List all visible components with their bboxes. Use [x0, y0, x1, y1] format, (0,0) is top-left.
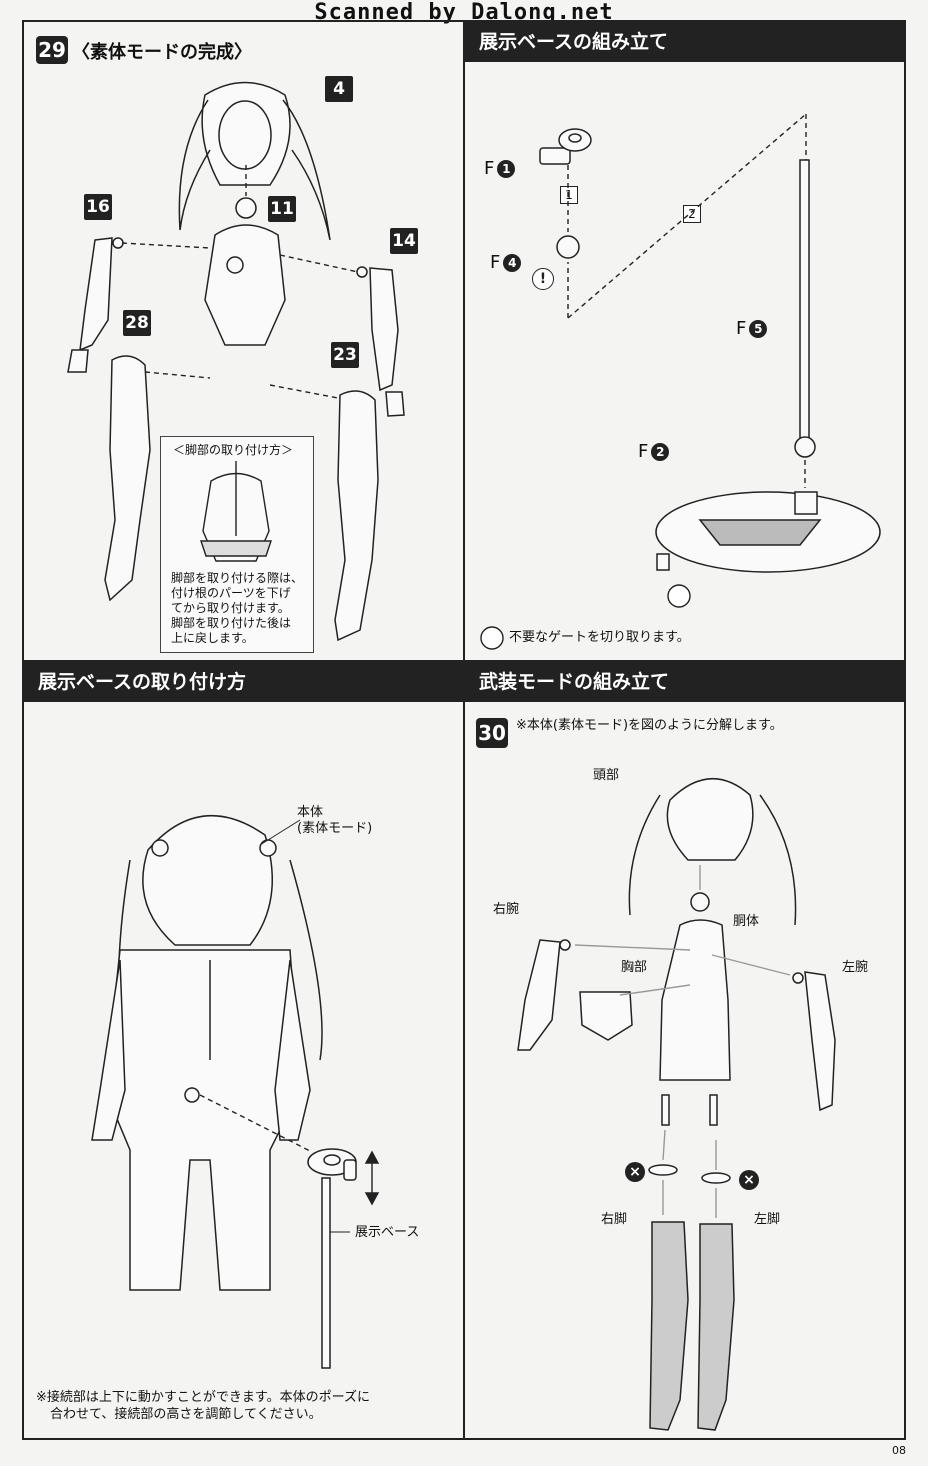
display-base-label: 展示ベース — [355, 1225, 420, 1240]
part-number-badge: 5 — [749, 319, 768, 338]
callout-note-3: てから取り付けます。 — [171, 601, 290, 615]
step-2-box: 2 — [683, 205, 701, 223]
horizontal-divider — [22, 660, 906, 662]
step-number: 29 — [36, 36, 68, 64]
body-label-line2: (素体モード) — [297, 821, 373, 836]
label-head: 頭部 — [593, 768, 620, 783]
part-number-badge: 4 — [503, 253, 522, 272]
attention-icon: ! — [532, 268, 554, 290]
leg-attachment-callout: ＜脚部の取り付け方＞ 脚部を取り付ける際は、 付け根のパーツを下げ てから取り付… — [160, 436, 314, 653]
section-header: 展示ベースの組み立て — [465, 22, 906, 62]
part-tag-head: 4 — [325, 76, 353, 102]
step-number: 30 — [476, 718, 508, 748]
part-number-badge: 1 — [497, 159, 516, 178]
label-right-leg: 右脚 — [601, 1212, 628, 1227]
callout-note-1: 脚部を取り付ける際は、 — [171, 571, 304, 585]
adjust-note-line1: ※接続部は上下に動かすことができます。本体のポーズに — [36, 1390, 370, 1405]
x-mark-icon: × — [739, 1170, 759, 1190]
part-tag-right-arm: 16 — [84, 194, 112, 220]
label-torso: 胴体 — [733, 914, 760, 929]
part-tag-left-arm: 14 — [390, 228, 418, 254]
part-tag-torso: 11 — [268, 196, 296, 222]
part-tag-left-leg: 23 — [331, 342, 359, 368]
adjust-note-line2: 合わせて、接続部の高さを調節してください。 — [50, 1407, 322, 1422]
step-1-box: 1 — [560, 186, 578, 204]
label-right-arm: 右腕 — [493, 902, 520, 917]
callout-drawing — [200, 461, 272, 562]
vertical-divider — [463, 20, 465, 1440]
section-header: 武装モードの組み立て — [465, 662, 906, 702]
callout-note-2: 付け根のパーツを下げ — [171, 586, 291, 600]
part-tag-right-leg: 28 — [123, 310, 151, 336]
callout-note-4: 脚部を取り付けた後は — [171, 616, 292, 630]
page-number: 08 — [892, 1444, 906, 1457]
label-left-arm: 左腕 — [842, 960, 869, 975]
callout-title: ＜脚部の取り付け方＞ — [173, 443, 294, 457]
body-label-line1: 本体 — [297, 805, 324, 820]
gate-note: 不要なゲートを切り取ります。 — [509, 630, 690, 645]
label-left-leg: 左脚 — [754, 1212, 781, 1227]
disassembly-instruction: ※本体(素体モード)を図のように分解します。 — [516, 718, 783, 733]
x-mark-icon: × — [625, 1162, 645, 1182]
label-chest: 胸部 — [621, 960, 648, 975]
part-number-badge: 2 — [651, 442, 670, 461]
step-title: 〈素体モードの完成〉 — [72, 42, 252, 63]
callout-note-5: 上に戻します。 — [171, 631, 254, 645]
section-header: 展示ベースの取り付け方 — [24, 662, 463, 702]
